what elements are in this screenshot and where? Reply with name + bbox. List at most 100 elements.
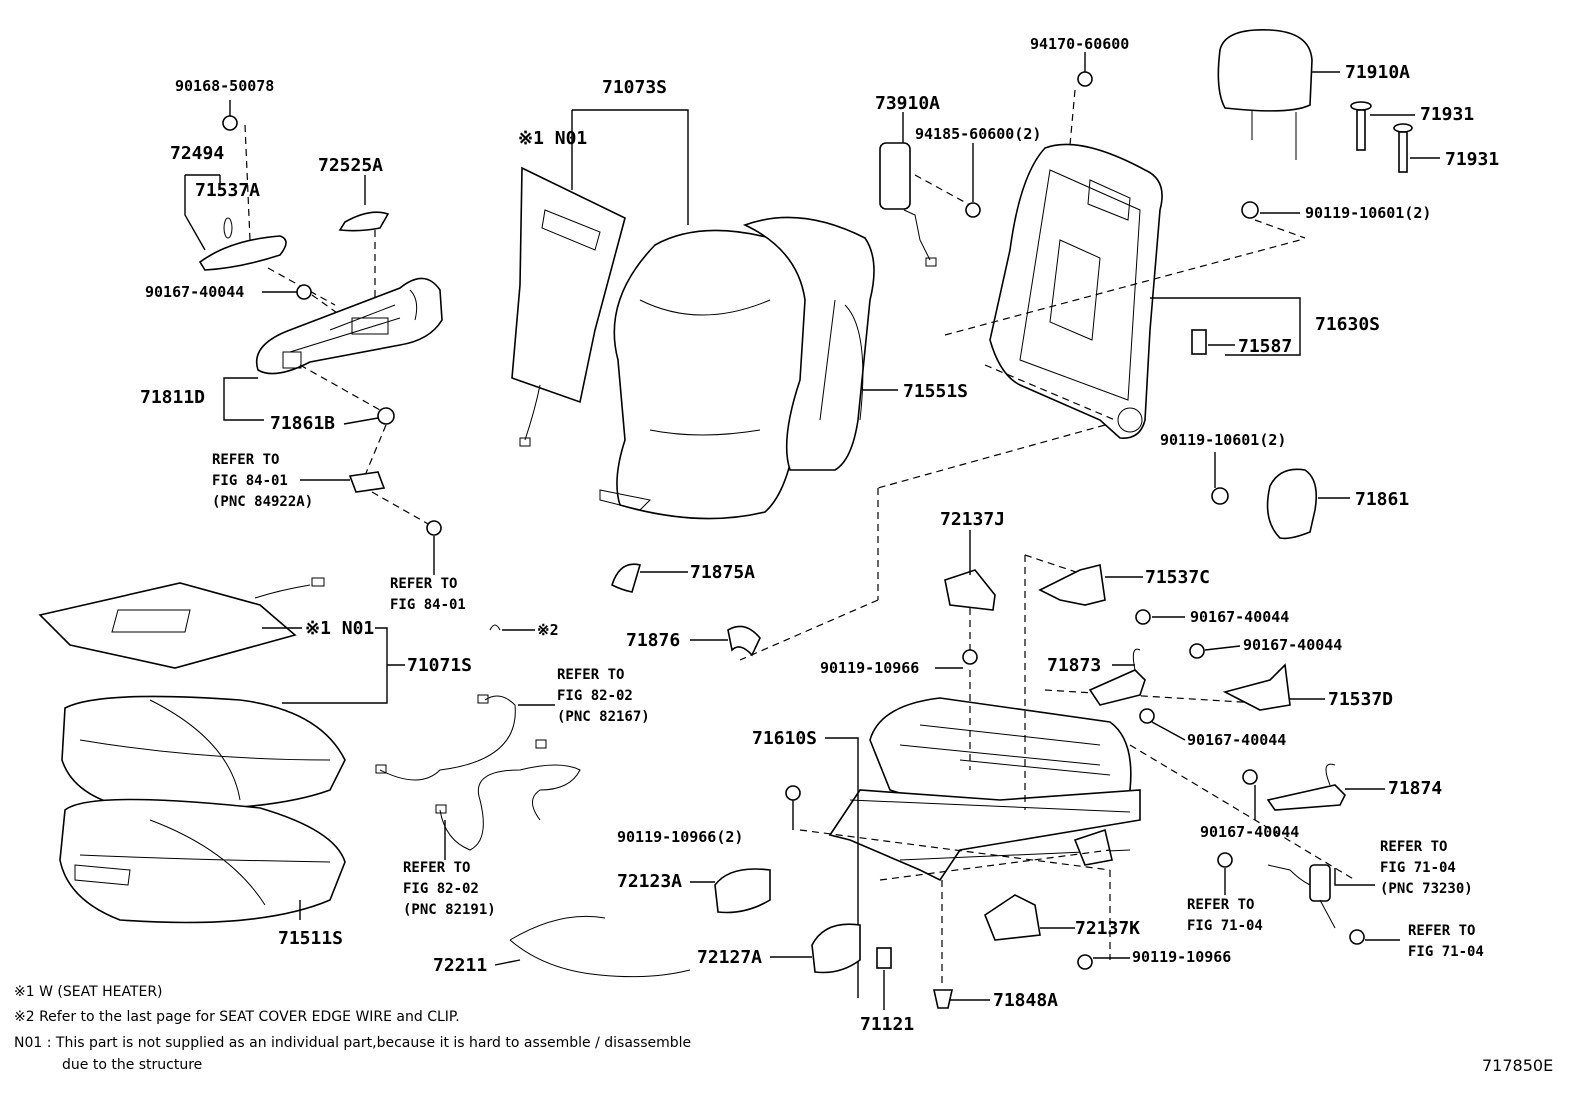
ref-line: FIG 82-02 [557, 688, 633, 704]
label-72123A: 72123A [617, 871, 683, 892]
bracket-71873 [1088, 669, 1146, 706]
ref-line: REFER TO [557, 667, 625, 683]
leader-71071S [282, 627, 388, 704]
guide-71931-a [1350, 101, 1372, 151]
label-90119-10966-b: 90119-10966(2) [617, 828, 744, 846]
seatback-pad-71551S [742, 216, 875, 471]
screw-90167-40044-c [1189, 643, 1205, 659]
clip-71848A [933, 989, 953, 1009]
leader-dashed [365, 424, 387, 474]
seat-heater-n01 [38, 577, 325, 669]
cover-72123A [714, 868, 771, 914]
cover-71537D [1222, 663, 1291, 711]
label-72127A: 72127A [697, 947, 763, 968]
label-71861B: 71861B [270, 413, 336, 434]
screw-90167-40044-b [1135, 609, 1151, 625]
clip-71861B [377, 407, 395, 425]
bracket-72137J [944, 569, 996, 611]
label-71537C: 71537C [1145, 567, 1211, 588]
label-90119-10966-c: 90119-10966 [1132, 948, 1232, 966]
reference-fig-71-04-a: REFER TO FIG 71-04 [1187, 895, 1263, 937]
label-71537A: 71537A [195, 180, 261, 201]
label-71848A: 71848A [993, 990, 1059, 1011]
label-72137J: 72137J [940, 509, 1006, 530]
heater-module-73910A [879, 142, 937, 267]
switch-84922A [348, 471, 386, 493]
leader-dashed [311, 294, 341, 316]
leader [1334, 868, 1375, 886]
leader [825, 737, 859, 998]
seatback-frame-71630S [989, 143, 1163, 439]
ref-line: REFER TO [1408, 923, 1476, 939]
leader [494, 959, 521, 966]
leader [1151, 721, 1186, 741]
bolt-90119-10966-a [962, 649, 978, 665]
leader-dashed [371, 491, 431, 526]
label-90119-10601-b: 90119-10601(2) [1160, 431, 1287, 449]
ref-line: REFER TO [390, 576, 458, 592]
label-n01-seat: ※1 N01 [305, 618, 375, 639]
ref-line: REFER TO [1380, 839, 1448, 855]
seatbelt-buckle-73230 [1267, 864, 1336, 929]
leader [1204, 645, 1241, 651]
edge-clip [489, 624, 501, 631]
headrest-71910A [1217, 29, 1313, 160]
hook [1325, 763, 1336, 786]
label-71931-b: 71931 [1445, 149, 1500, 170]
label-90168-50078: 90168-50078 [175, 77, 275, 95]
leader [343, 417, 379, 425]
label-90167-40044-b: 90167-40044 [1190, 608, 1290, 626]
bolt-90119-10966-c [1077, 954, 1093, 970]
bolt-90119-10601-b [1211, 487, 1229, 505]
bracket-72137K [984, 894, 1041, 941]
screw-90167-40044-e [1242, 769, 1258, 785]
cover-71537C [1038, 564, 1106, 606]
seatback-heater-n01 [511, 166, 626, 447]
label-72211: 72211 [433, 955, 488, 976]
label-71071S: 71071S [407, 655, 473, 676]
armrest-71811D [255, 277, 443, 375]
reference-fig-71-04-pnc: REFER TO FIG 71-04 (PNC 73230) [1380, 837, 1473, 900]
reference-fig-84-01-pnc: REFER TO FIG 84-01 (PNC 84922A) [212, 450, 313, 513]
screw-90167-40044-a [296, 284, 312, 300]
leader-dashed [877, 424, 1106, 489]
seat-adjuster-71610S [828, 697, 1141, 882]
ref-line: FIG 71-04 [1380, 860, 1456, 876]
leader-72494 [184, 174, 221, 251]
clip-71121 [876, 947, 892, 969]
reference-fig-71-04-b: REFER TO FIG 71-04 [1408, 921, 1484, 963]
footnote-seat-heater: ※1 W (SEAT HEATER) [14, 984, 163, 1000]
ref-line: (PNC 82167) [557, 709, 650, 725]
label-71876: 71876 [626, 630, 681, 651]
wire-harness-82167 [375, 694, 516, 781]
leader-dashed [1254, 219, 1306, 239]
label-71873: 71873 [1047, 655, 1102, 676]
label-71587: 71587 [1238, 336, 1293, 357]
footnote-edge-wire: ※2 Refer to the last page for SEAT COVER… [14, 1009, 460, 1025]
ref-line: FIG 82-02 [403, 881, 479, 897]
label-71073S: 71073S [602, 77, 668, 98]
leader-dashed [944, 239, 1301, 336]
ref-line: REFER TO [212, 452, 280, 468]
label-72494: 72494 [170, 143, 225, 164]
cover-71861 [1266, 468, 1318, 540]
cover-71876 [727, 625, 761, 657]
cover-72525A [338, 211, 390, 232]
label-71511S: 71511S [278, 928, 344, 949]
label-90167-40044-d: 90167-40044 [1187, 731, 1287, 749]
hook [1132, 648, 1141, 671]
ref-line: FIG 71-04 [1408, 944, 1484, 960]
footnote-n01: N01 : This part is not supplied as an in… [14, 1035, 692, 1051]
label-mark-2: ※2 [537, 621, 559, 639]
edge-wire-72211 [509, 915, 691, 978]
label-71910A: 71910A [1345, 62, 1411, 83]
label-71811D: 71811D [140, 387, 206, 408]
label-71931-a: 71931 [1420, 104, 1475, 125]
label-71630S: 71630S [1315, 314, 1381, 335]
nut-94185-60600 [965, 202, 981, 218]
ref-line: FIG 71-04 [1187, 918, 1263, 934]
nut-71-04 [1349, 929, 1365, 945]
label-94185-60600: 94185-60600(2) [915, 125, 1042, 143]
label-94170-60600: 94170-60600 [1030, 35, 1130, 53]
leader-dashed [914, 174, 971, 206]
